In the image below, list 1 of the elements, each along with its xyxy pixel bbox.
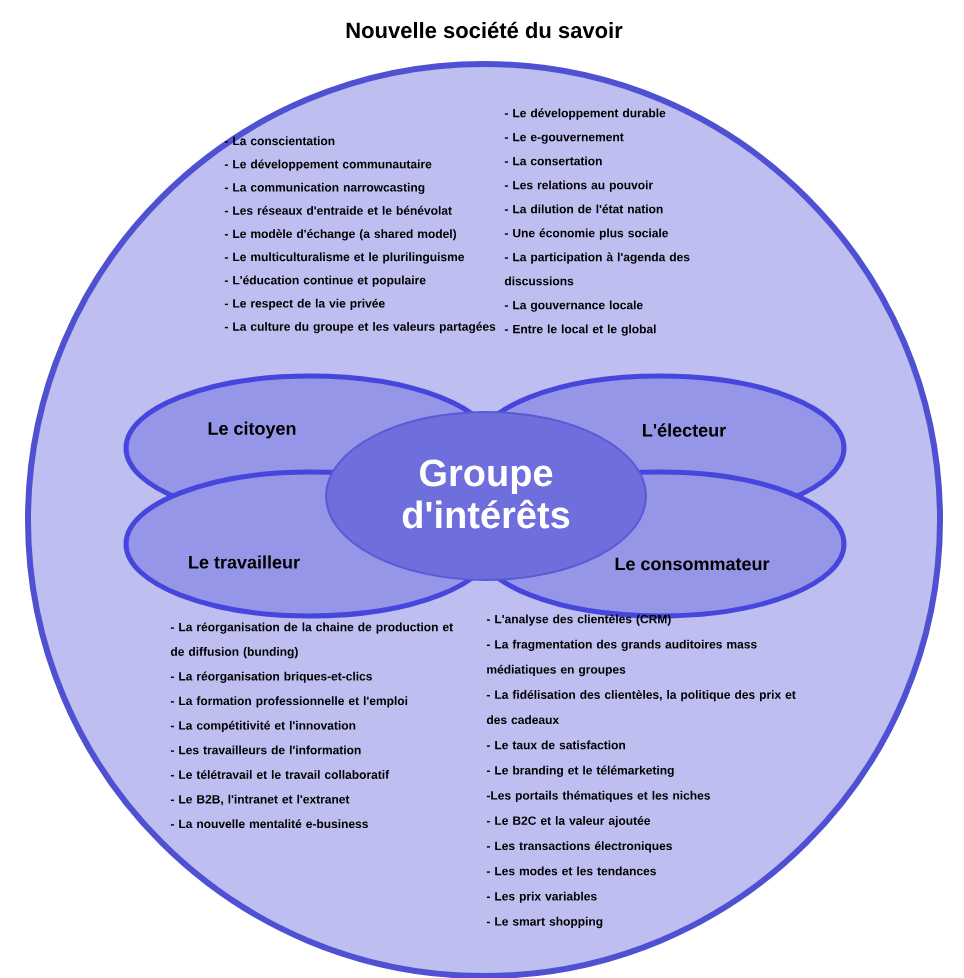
node-label: Nouvelle société du savoir	[346, 21, 623, 39]
